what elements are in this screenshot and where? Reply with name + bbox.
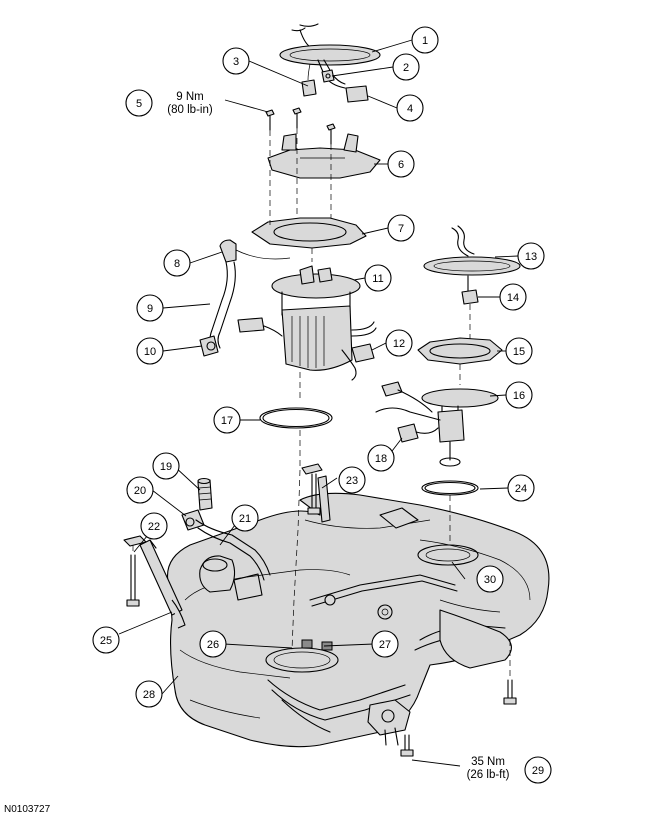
callout-6-label: 6 [398,159,404,171]
callout-22-label: 22 [148,521,160,533]
pump-wiring-harness [301,59,369,103]
right-strap-bolt [400,640,517,757]
callout-11-label: 11 [372,273,383,285]
callout-26-label: 26 [207,639,219,651]
callout-28: 28 [135,680,163,708]
sender-wiring [375,407,441,443]
center-strap-bolt [301,463,331,523]
sender-connector [461,275,479,345]
callout-13: 13 [517,242,545,270]
fuel-tank [166,492,550,748]
pump-electrical-connector [341,321,377,381]
callout-18: 18 [367,444,395,472]
callout-17-label: 17 [221,415,233,427]
callout-1-label: 1 [422,35,428,47]
figure-code: N0103727 [4,804,51,815]
fuel-pump-lock-cover [279,23,381,66]
torque-spec-bolts: 9 Nm (80 lb-in) [167,91,213,116]
callout-20: 20 [126,476,154,504]
callout-15-label: 15 [513,346,525,358]
callout-26: 26 [199,630,227,658]
callout-11: 11 [364,264,392,292]
torque-spec-strap-lbft: (26 lb-ft) [467,769,510,781]
callout-23-label: 23 [346,475,358,487]
callout-28-label: 28 [143,689,155,701]
callout-10-label: 10 [144,346,156,358]
vent-hose-clamp [181,509,205,531]
callout-30-label: 30 [484,574,496,586]
callout-23: 23 [338,466,366,494]
callout-1: 1 [411,26,439,54]
callout-9: 9 [136,294,164,322]
callout-16: 16 [505,381,533,409]
vent-hose [195,519,271,581]
callout-25: 25 [92,626,120,654]
callout-24-label: 24 [515,483,527,495]
callout-14: 14 [499,283,527,311]
callout-3-label: 3 [233,56,239,68]
callout-27: 27 [371,630,399,658]
callout-5: 5 [125,89,153,117]
callout-16-label: 16 [513,390,525,402]
callout-10: 10 [136,337,164,365]
callout-30: 30 [476,565,504,593]
fuel-pump-retainer-ring [251,217,367,249]
callout-4: 4 [396,94,424,122]
fuel-pump-bracket [267,133,381,179]
callout-19-label: 19 [160,461,172,473]
callout-9-label: 9 [147,303,153,315]
callout-8: 8 [163,249,191,277]
callout-18-label: 18 [375,453,387,465]
callout-14-label: 14 [507,292,519,304]
callout-19: 19 [152,452,180,480]
torque-spec-bolts-nm: 9 Nm [176,91,203,103]
callout-2: 2 [392,53,420,81]
leader-lines [118,39,519,767]
callout-27-label: 27 [379,639,391,651]
pump-mounting-bolts [265,107,336,145]
callout-21-label: 21 [239,513,251,525]
callout-12: 12 [385,329,413,357]
callout-20-label: 20 [134,485,146,497]
callout-7-label: 7 [398,223,404,235]
torque-spec-bolts-lbin: (80 lb-in) [167,104,213,116]
callout-21: 21 [231,504,259,532]
fuel-pump-module [237,265,361,371]
callout-7: 7 [387,214,415,242]
left-fuel-tank-strap [139,539,186,629]
callout-2-label: 2 [403,62,409,74]
sender-o-ring [421,480,479,545]
assembly-guide-lines-left [269,128,332,651]
fuel-level-sender [381,381,499,467]
fuel-pump-o-ring [259,407,333,429]
callout-5-label: 5 [136,98,142,110]
callout-22: 22 [140,512,168,540]
torque-spec-strap-bolt: 35 Nm (26 lb-ft) [467,756,510,781]
callout-17: 17 [213,406,241,434]
vent-valve [197,477,213,511]
callout-3: 3 [222,47,250,75]
callout-4-label: 4 [407,103,413,115]
callout-6: 6 [387,150,415,178]
callout-29: 29 [524,756,552,784]
callout-13-label: 13 [525,251,537,263]
left-strap-bolt [123,535,147,607]
callout-12-label: 12 [393,338,405,350]
sender-lock-cover [423,225,521,276]
callout-15: 15 [505,337,533,365]
torque-spec-strap-nm: 35 Nm [471,756,505,768]
callout-29-label: 29 [532,765,544,777]
callout-25-label: 25 [100,635,112,647]
callout-8-label: 8 [174,258,180,270]
sender-retainer-ring [417,337,503,385]
callout-24: 24 [507,474,535,502]
fuel-jumper-tube [199,239,291,357]
